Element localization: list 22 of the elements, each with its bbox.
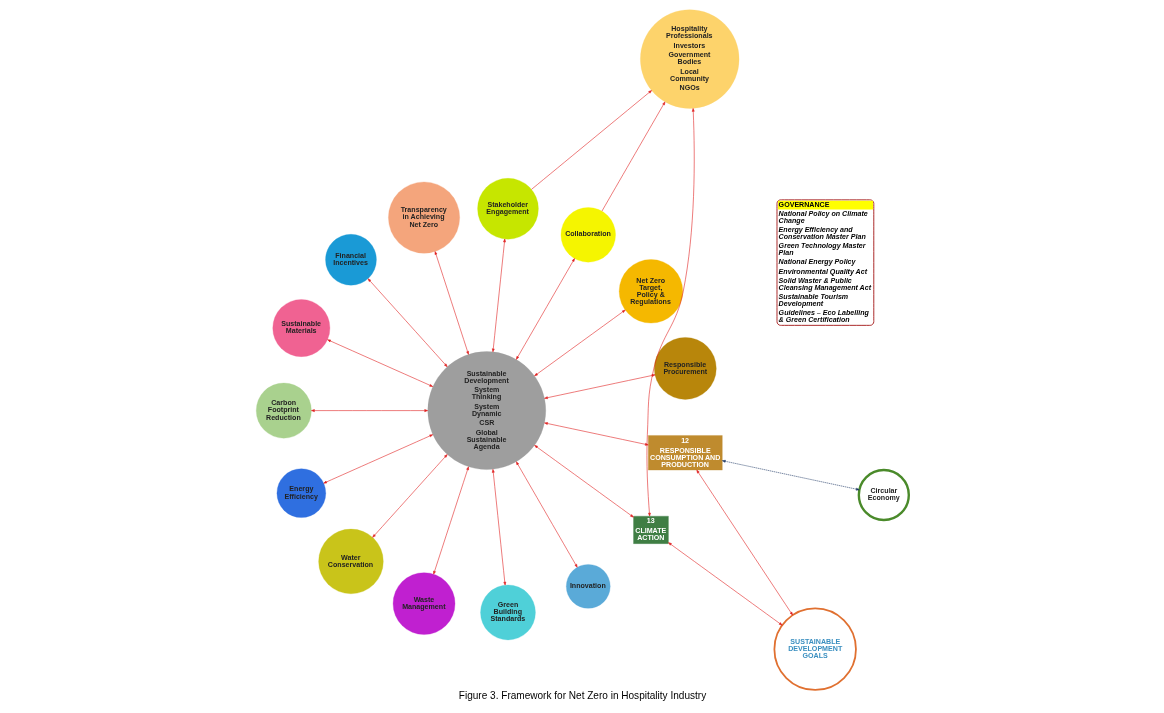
arrow: [367, 278, 447, 367]
arrow: [434, 251, 469, 355]
arrow: [695, 469, 793, 616]
arrow: [533, 309, 625, 377]
arrow: [721, 460, 860, 491]
arrow: [432, 466, 469, 575]
arrow: [326, 339, 433, 387]
arrow: [515, 258, 575, 360]
arrow: [310, 409, 428, 412]
arrow: [667, 542, 782, 626]
caption: Figure 3. Framework for Net Zero in Hospitality Industry: [458, 690, 706, 702]
arrow: [533, 445, 634, 518]
arrow: [491, 238, 506, 353]
arrow: [322, 434, 433, 484]
arrow: [515, 461, 578, 568]
arrow: [543, 422, 649, 446]
arrow: [601, 101, 665, 212]
arrow: [543, 374, 655, 399]
arrow: [371, 454, 447, 538]
arrow: [530, 90, 652, 190]
arrow: [646, 108, 695, 517]
arrow: [491, 469, 506, 586]
